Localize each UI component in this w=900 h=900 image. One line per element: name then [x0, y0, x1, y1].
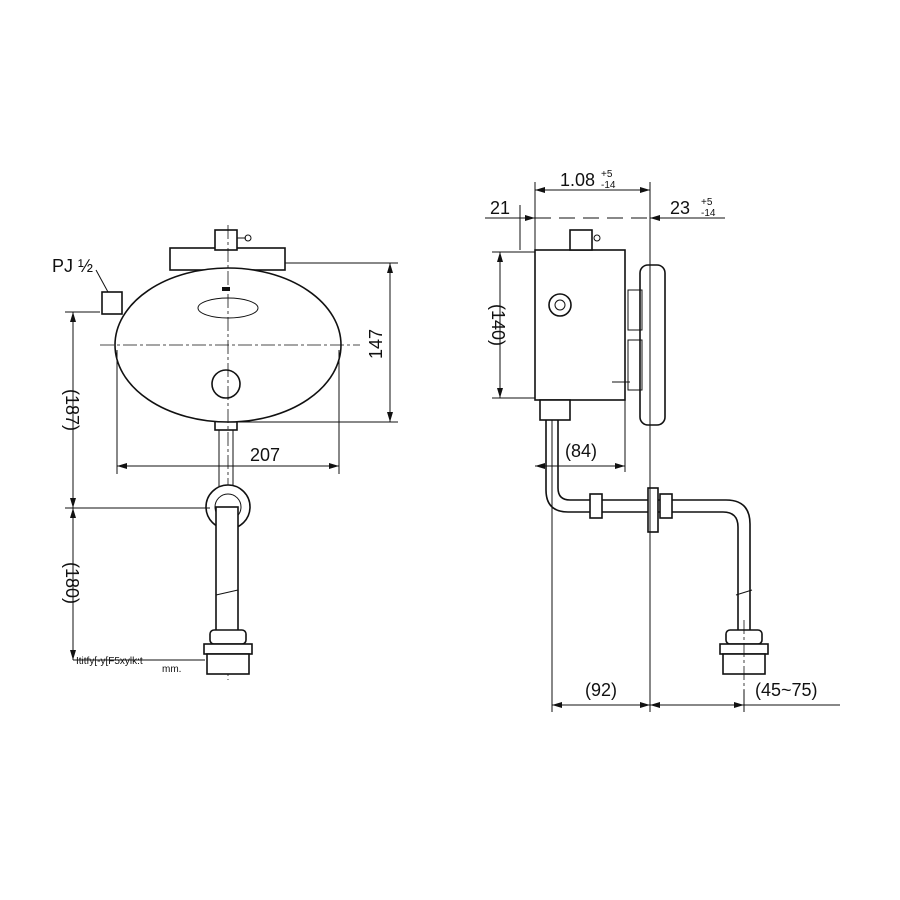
top-valve	[214, 229, 238, 251]
thread-label: PJ	[52, 256, 73, 276]
floor-note: Ititfy[-y[F5xylk:t	[76, 656, 143, 667]
dim-187: (187)	[62, 389, 82, 431]
thread-size: ½	[78, 256, 93, 276]
inlet-nut	[548, 293, 572, 317]
dim-147: 147	[366, 329, 386, 359]
cover-plate	[639, 264, 666, 426]
nut-bottom	[209, 629, 247, 645]
top-valve	[569, 229, 593, 251]
front-view: (187) (180) Ititfy[-y[F5xylk:t mm. PJ ½ …	[52, 225, 398, 680]
dim-140: (140)	[488, 304, 508, 346]
pipe-nut	[589, 493, 603, 519]
outlet-fitting	[539, 399, 571, 421]
floor-unit: mm.	[162, 664, 181, 675]
dim-92: (92)	[585, 680, 617, 700]
inlet-fitting	[101, 291, 123, 315]
nut	[211, 369, 241, 399]
dim-84: (84)	[565, 441, 597, 461]
top-housing	[169, 247, 286, 271]
dim-45-75: (45~75)	[755, 680, 818, 700]
pipe-lower	[215, 506, 239, 633]
tol-plus: +5	[601, 169, 613, 180]
pipe-outer	[545, 420, 739, 632]
dim-23: 23	[670, 198, 690, 218]
flange	[647, 487, 659, 533]
pipe-upper	[218, 429, 234, 491]
tol-plus: +5	[701, 197, 713, 208]
side-view: 1.08 +5 -14 21 23 +5 -14 (140) (84) (92)…	[485, 169, 840, 712]
dim-108: 1.08	[560, 170, 595, 190]
dim-21: 21	[490, 198, 510, 218]
body-box	[534, 249, 626, 401]
dim-207: 207	[250, 445, 280, 465]
dim-180: (180)	[62, 562, 82, 604]
tol-minus: -14	[601, 180, 616, 191]
tol-minus: -14	[701, 208, 716, 219]
